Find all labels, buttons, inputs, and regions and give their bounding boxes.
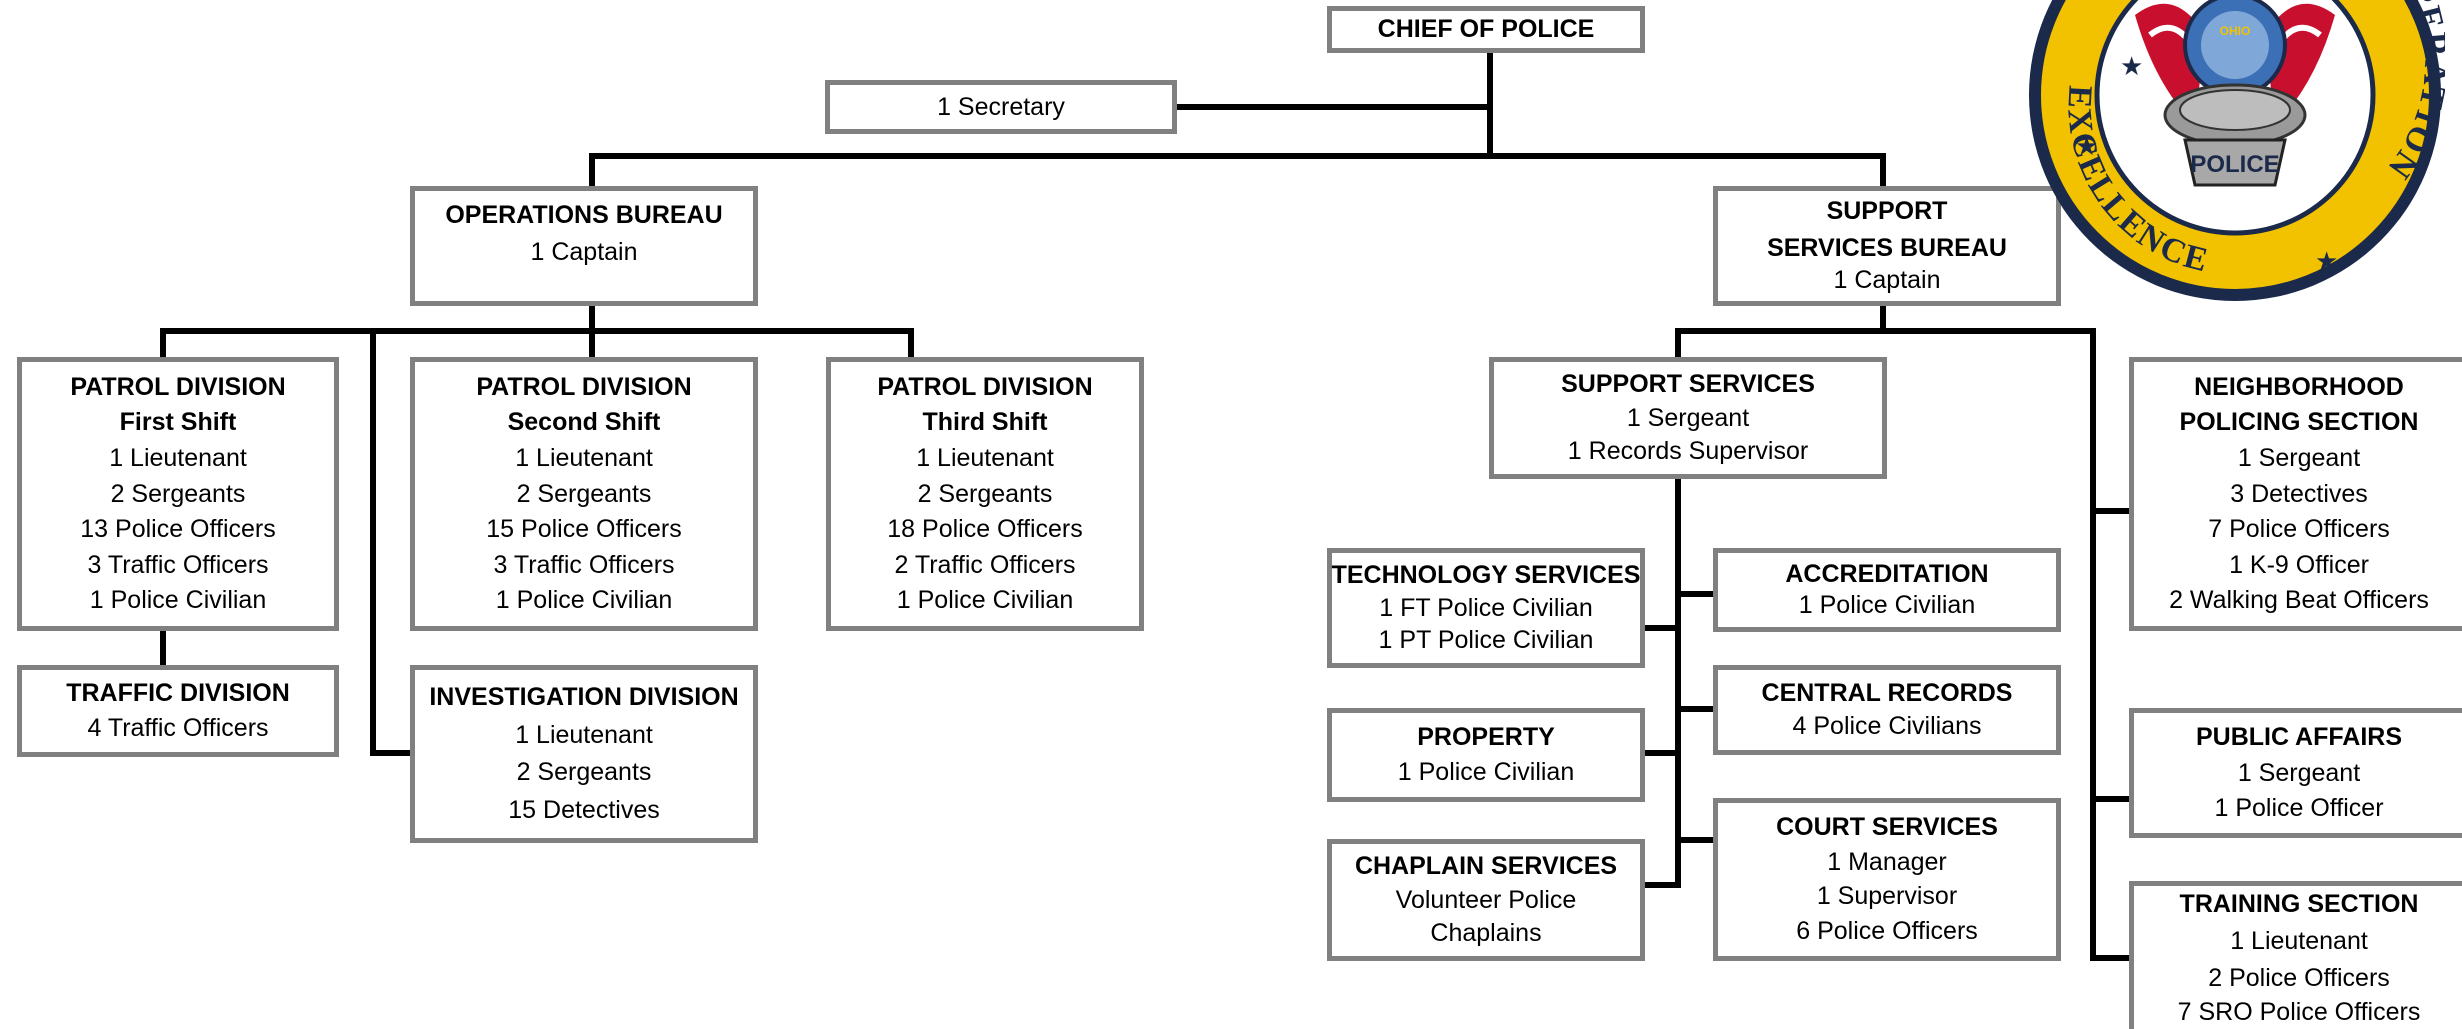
- technology-services-staff-1: 1 PT Police Civilian: [1378, 626, 1594, 655]
- patrol-first-staff-4: 1 Police Civilian: [89, 586, 267, 615]
- patrol-second-title: PATROL DIVISION: [476, 372, 692, 401]
- patrol-third-title: PATROL DIVISION: [877, 372, 1093, 401]
- chief-of-police-box: CHIEF OF POLICE: [1327, 6, 1645, 53]
- support-bureau-staff: 1 Captain: [1833, 266, 1941, 294]
- chaplain-services-staff-1: Chaplains: [1430, 918, 1542, 947]
- property-box: PROPERTY 1 Police Civilian: [1327, 708, 1645, 802]
- neighborhood-staff-4: 2 Walking Beat Officers: [2169, 586, 2429, 615]
- patrol-third-staff-0: 1 Lieutenant: [916, 443, 1054, 472]
- investigation-staff-1: 2 Sergeants: [516, 758, 652, 787]
- neighborhood-staff-3: 1 K-9 Officer: [2229, 550, 2369, 579]
- operations-bureau-staff: 1 Captain: [530, 238, 638, 266]
- traffic-division-staff-0: 4 Traffic Officers: [87, 713, 269, 742]
- patrol-first-staff-1: 2 Sergeants: [110, 479, 246, 508]
- neighborhood-staff-2: 7 Police Officers: [2208, 515, 2390, 544]
- accreditation-staff-0: 1 Police Civilian: [1798, 591, 1976, 620]
- patrol-first-staff-0: 1 Lieutenant: [109, 443, 247, 472]
- chief-title: CHIEF OF POLICE: [1377, 15, 1595, 43]
- neighborhood-staff-1: 3 Detectives: [2230, 479, 2368, 508]
- police-seal-logo: OHIO POLICE COOPERATION EXCELLENCE ★ ★ ★: [2029, 0, 2445, 301]
- traffic-division-box: TRAFFIC DIVISION 4 Traffic Officers: [17, 665, 339, 757]
- seal-star-icon: ★: [2315, 246, 2338, 276]
- neighborhood-policing-box: NEIGHBORHOOD POLICING SECTION 1 Sergeant…: [2129, 357, 2462, 631]
- patrol-first-shift-box: PATROL DIVISION First Shift 1 Lieutenant…: [17, 357, 339, 631]
- investigation-division-box: INVESTIGATION DIVISION 1 Lieutenant 2 Se…: [410, 665, 758, 843]
- support-services-staff-0: 1 Sergeant: [1626, 403, 1750, 432]
- support-services-title: SUPPORT SERVICES: [1561, 370, 1815, 399]
- seal-star-icon: ★: [2120, 51, 2143, 81]
- property-title: PROPERTY: [1417, 723, 1555, 751]
- seal-state-text: OHIO: [2220, 24, 2251, 38]
- chaplain-services-box: CHAPLAIN SERVICES Volunteer Police Chapl…: [1327, 839, 1645, 961]
- patrol-second-staff-1: 2 Sergeants: [516, 479, 652, 508]
- central-records-title: CENTRAL RECORDS: [1761, 678, 2013, 707]
- investigation-staff-2: 15 Detectives: [508, 796, 660, 825]
- training-section-box: TRAINING SECTION 1 Lieutenant 2 Police O…: [2129, 881, 2462, 1029]
- public-affairs-box: PUBLIC AFFAIRS 1 Sergeant 1 Police Offic…: [2129, 708, 2462, 838]
- operations-bureau-title: OPERATIONS BUREAU: [445, 201, 723, 229]
- patrol-second-subtitle: Second Shift: [507, 408, 661, 437]
- patrol-second-staff-4: 1 Police Civilian: [495, 586, 673, 615]
- central-records-staff-0: 4 Police Civilians: [1792, 712, 1982, 741]
- secretary-label: 1 Secretary: [937, 92, 1065, 121]
- support-services-box: SUPPORT SERVICES 1 Sergeant 1 Records Su…: [1489, 357, 1887, 479]
- patrol-second-staff-2: 15 Police Officers: [486, 515, 682, 544]
- public-affairs-title: PUBLIC AFFAIRS: [2195, 723, 2403, 752]
- patrol-third-staff-3: 2 Traffic Officers: [894, 550, 1076, 579]
- support-bureau-title-2: SERVICES BUREAU: [1767, 234, 2007, 262]
- technology-services-box: TECHNOLOGY SERVICES 1 FT Police Civilian…: [1327, 548, 1645, 668]
- neighborhood-title-1: NEIGHBORHOOD: [2194, 372, 2404, 401]
- patrol-third-shift-box: PATROL DIVISION Third Shift 1 Lieutenant…: [826, 357, 1144, 631]
- patrol-third-staff-4: 1 Police Civilian: [896, 586, 1074, 615]
- traffic-division-title: TRAFFIC DIVISION: [66, 679, 290, 708]
- investigation-division-title: INVESTIGATION DIVISION: [429, 682, 739, 711]
- patrol-third-staff-2: 18 Police Officers: [887, 515, 1083, 544]
- technology-services-staff-0: 1 FT Police Civilian: [1379, 593, 1593, 622]
- investigation-staff-0: 1 Lieutenant: [515, 720, 653, 749]
- training-staff-0: 1 Lieutenant: [2230, 927, 2368, 955]
- public-affairs-staff-0: 1 Sergeant: [2237, 758, 2361, 787]
- training-section-title: TRAINING SECTION: [2179, 890, 2419, 918]
- technology-services-title: TECHNOLOGY SERVICES: [1331, 560, 1641, 589]
- patrol-second-shift-box: PATROL DIVISION Second Shift 1 Lieutenan…: [410, 357, 758, 631]
- operations-bureau-box: OPERATIONS BUREAU 1 Captain: [410, 186, 758, 306]
- patrol-third-staff-1: 2 Sergeants: [917, 479, 1053, 508]
- secretary-box: 1 Secretary: [825, 80, 1177, 134]
- training-staff-2: 7 SRO Police Officers: [2177, 998, 2421, 1026]
- patrol-second-staff-3: 3 Traffic Officers: [493, 550, 675, 579]
- patrol-first-title: PATROL DIVISION: [70, 372, 286, 401]
- support-services-staff-1: 1 Records Supervisor: [1567, 436, 1809, 465]
- training-staff-1: 2 Police Officers: [2208, 964, 2390, 992]
- patrol-first-staff-2: 13 Police Officers: [80, 515, 276, 544]
- seal-banner-text: POLICE: [2190, 151, 2279, 178]
- central-records-box: CENTRAL RECORDS 4 Police Civilians: [1713, 665, 2061, 755]
- court-services-staff-0: 1 Manager: [1827, 847, 1947, 876]
- seal-star-icon: ★: [2075, 131, 2098, 161]
- patrol-first-subtitle: First Shift: [119, 408, 237, 437]
- accreditation-title: ACCREDITATION: [1785, 559, 1989, 588]
- patrol-first-staff-3: 3 Traffic Officers: [87, 550, 269, 579]
- accreditation-box: ACCREDITATION 1 Police Civilian: [1713, 548, 2061, 632]
- court-services-title: COURT SERVICES: [1776, 812, 1998, 841]
- property-staff-0: 1 Police Civilian: [1397, 758, 1575, 786]
- chaplain-services-staff-0: Volunteer Police: [1395, 885, 1577, 914]
- court-services-staff-2: 6 Police Officers: [1796, 917, 1978, 946]
- court-services-staff-1: 1 Supervisor: [1816, 882, 1958, 911]
- patrol-third-subtitle: Third Shift: [922, 408, 1048, 437]
- chaplain-services-title: CHAPLAIN SERVICES: [1354, 852, 1618, 881]
- support-bureau-title-1: SUPPORT: [1826, 197, 1948, 225]
- neighborhood-staff-0: 1 Sergeant: [2237, 443, 2361, 472]
- support-services-bureau-box: SUPPORT SERVICES BUREAU 1 Captain: [1713, 186, 2061, 306]
- public-affairs-staff-1: 1 Police Officer: [2214, 793, 2384, 822]
- court-services-box: COURT SERVICES 1 Manager 1 Supervisor 6 …: [1713, 798, 2061, 961]
- neighborhood-title-2: POLICING SECTION: [2179, 408, 2419, 437]
- patrol-second-staff-0: 1 Lieutenant: [515, 443, 653, 472]
